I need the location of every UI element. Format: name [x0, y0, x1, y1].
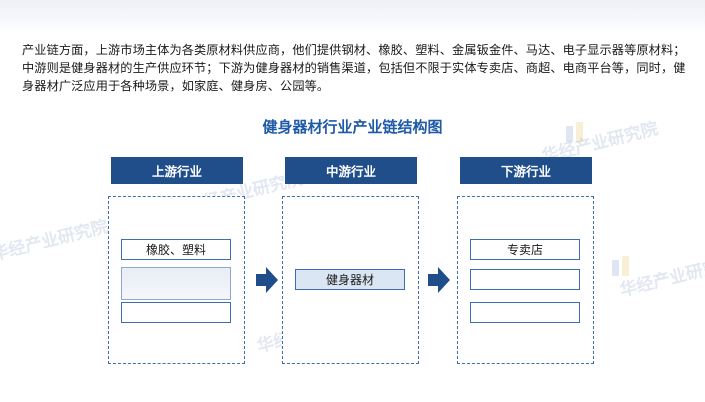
- downstream-item: [470, 269, 580, 290]
- watermark-logo-icon: [612, 256, 629, 276]
- watermark-text: 华经产业研究院: [617, 252, 705, 302]
- midstream-header: 中游行业: [285, 157, 417, 184]
- intro-paragraph: 产业链方面，上游市场主体为各类原材料供应商，他们提供钢材、橡胶、塑料、金属钣金件…: [22, 43, 686, 93]
- midstream-box: 健身器材: [282, 196, 419, 364]
- midstream-item: 健身器材: [295, 269, 405, 290]
- watermark-text: 华经产业研究院: [0, 216, 111, 266]
- upstream-box: 橡胶、塑料: [108, 196, 245, 364]
- downstream-item: [470, 302, 580, 323]
- downstream-header: 下游行业: [460, 157, 592, 184]
- downstream-item: 专卖店: [470, 239, 580, 260]
- upstream-item: [121, 302, 231, 323]
- arrow-right-icon: [428, 267, 450, 293]
- upstream-header: 上游行业: [111, 157, 243, 184]
- top-banner-strip: [0, 0, 705, 34]
- upstream-item: [121, 267, 231, 300]
- downstream-box: 专卖店: [457, 196, 594, 364]
- upstream-item: 橡胶、塑料: [121, 239, 231, 260]
- diagram-title: 健身器材行业产业链结构图: [262, 118, 443, 136]
- arrow-right-icon: [256, 267, 278, 293]
